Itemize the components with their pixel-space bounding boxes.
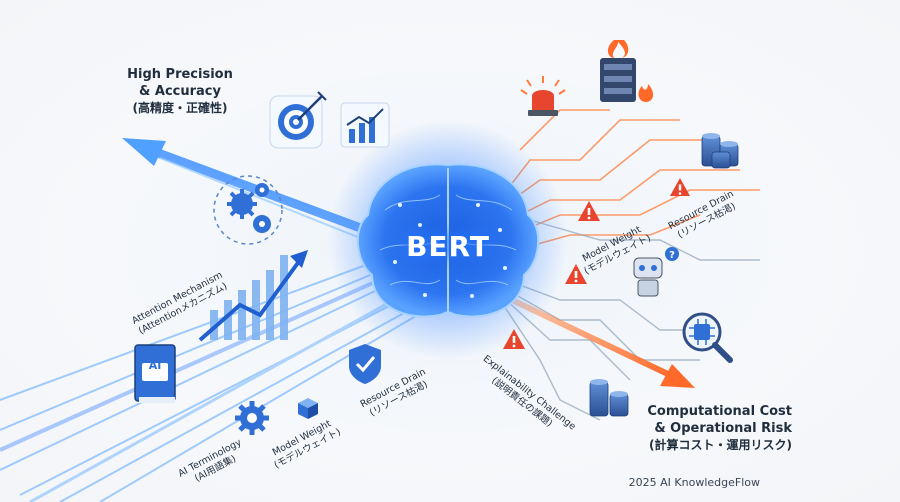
cost-goal-line1: Computational Cost	[647, 404, 792, 419]
shield-check-icon	[349, 344, 381, 384]
coins-icon	[701, 133, 739, 169]
precision-goal-line3: (高精度・正確性)	[132, 101, 228, 115]
target-icon	[269, 91, 327, 149]
cube-icon	[298, 398, 318, 419]
robot-icon: ?	[633, 247, 679, 297]
book-label: AI	[149, 359, 162, 372]
svg-text:?: ?	[669, 250, 675, 261]
footer-credit: 2025 AI KnowledgeFlow	[628, 476, 760, 489]
book-icon	[134, 344, 176, 403]
cost-goal-title: Computational Cost & Operational Risk (計…	[602, 403, 792, 454]
magnifier-chip-icon	[682, 312, 733, 363]
precision-goal-line1: High Precision	[127, 67, 233, 82]
rising-bars-icon	[198, 250, 308, 342]
precision-goal-title: High Precision & Accuracy (高精度・正確性)	[120, 66, 240, 117]
gear-icon	[235, 401, 269, 435]
warning-icon	[578, 201, 600, 221]
warning-icon-4	[503, 329, 525, 349]
coins-stack-icon	[589, 379, 629, 417]
gears-icon	[213, 175, 283, 245]
cost-goal-line3: (計算コスト・運用リスク)	[649, 438, 792, 452]
growth-chart-icon	[340, 102, 390, 148]
brain-icon	[356, 163, 540, 318]
siren-icon	[520, 76, 566, 116]
warning-icon-2	[670, 178, 690, 196]
cost-goal-line2: & Operational Risk	[654, 421, 792, 436]
server-fire-icon	[600, 40, 654, 102]
warning-icon-3	[565, 264, 587, 284]
precision-goal-line2: & Accuracy	[139, 84, 221, 99]
bert-center-label: BERT	[406, 230, 490, 263]
